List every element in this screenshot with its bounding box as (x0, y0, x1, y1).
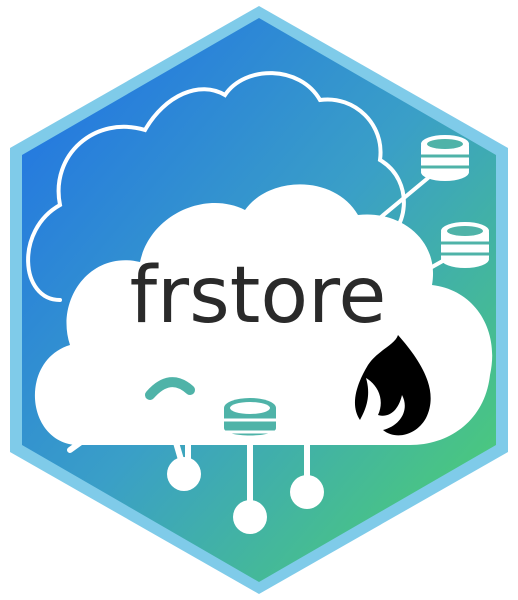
network-node-icon (290, 475, 324, 509)
wordmark-text: frstore (130, 251, 387, 341)
connector-line-icon (373, 176, 430, 224)
database-icon (224, 398, 276, 436)
network-node-icon (167, 457, 201, 491)
database-icon (441, 222, 489, 268)
flame-icon (354, 335, 431, 436)
back-cloud-outline-icon (26, 71, 406, 302)
database-icon (421, 135, 469, 181)
connector-line-icon (145, 377, 195, 400)
network-node-icon (233, 500, 267, 534)
